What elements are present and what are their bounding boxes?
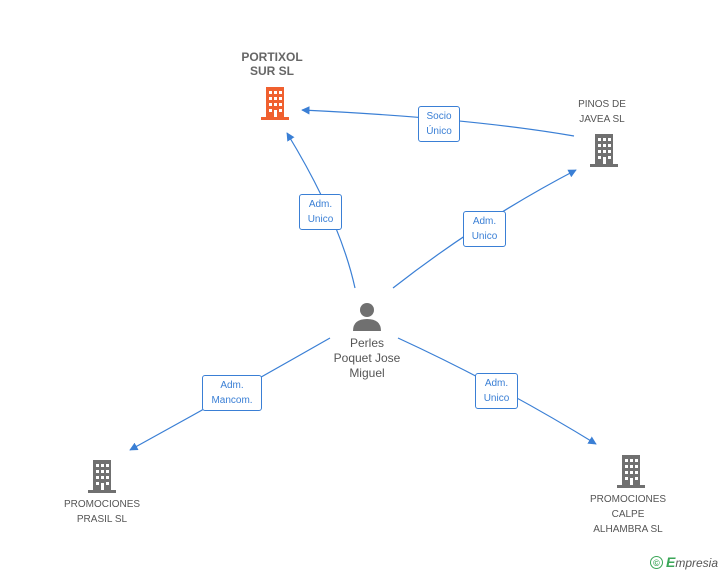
edge-label-line: Unico [307, 214, 334, 225]
edge-label-line: Socio [426, 111, 452, 122]
node-label-line: PRASIL SL [76, 514, 128, 525]
edge-label-line: Mancom. [211, 395, 253, 406]
node-label-line: PORTIXOL [241, 50, 303, 64]
edge-label-person-prasil[interactable]: Adm. Mancom. [202, 375, 262, 411]
edge-label-person-portixol[interactable]: Adm. Unico [299, 194, 342, 230]
node-label-person[interactable]: Perles Poquet Jose Miguel [322, 336, 412, 381]
node-label-line: PROMOCIONES [589, 494, 667, 505]
edge-label-person-calpe[interactable]: Adm. Unico [475, 373, 518, 409]
node-label-pinos[interactable]: PINOS DE JAVEA SL [562, 97, 642, 127]
node-label-line: CALPE [611, 509, 645, 520]
node-label-line: Poquet Jose [333, 351, 401, 365]
building-icon[interactable] [86, 459, 118, 493]
edge-label-line: Adm. [220, 380, 244, 391]
node-label-line: Miguel [349, 366, 385, 380]
edge-label-line: Unico [471, 231, 498, 242]
building-icon[interactable] [615, 454, 647, 488]
copyright-icon: © [650, 555, 663, 569]
building-icon[interactable] [588, 133, 620, 167]
brand-initial: E [666, 554, 676, 570]
brand-logo: © Empresia [650, 554, 718, 570]
node-label-line: PROMOCIONES [63, 499, 141, 510]
edge-label-line: Adm. [472, 216, 497, 227]
building-icon[interactable] [260, 86, 290, 120]
edge-label-line: Único [426, 126, 452, 137]
node-label-line: Perles [349, 336, 384, 350]
node-label-line: JAVEA SL [579, 114, 625, 125]
node-label-portixol[interactable]: PORTIXOL SUR SL [232, 50, 312, 78]
edge-label-person-pinos[interactable]: Adm. Unico [463, 211, 506, 247]
node-label-line: ALHAMBRA SL [593, 524, 663, 535]
edge-label-pinos-portixol[interactable]: Socio Único [418, 106, 460, 142]
node-label-calpe[interactable]: PROMOCIONES CALPE ALHAMBRA SL [578, 492, 678, 537]
edge-label-line: Unico [483, 393, 510, 404]
edge-label-line: Adm. [484, 378, 509, 389]
node-label-line: SUR SL [249, 64, 294, 78]
node-label-line: PINOS DE [578, 99, 626, 110]
node-label-prasil[interactable]: PROMOCIONES PRASIL SL [52, 497, 152, 527]
edge-label-line: Adm. [308, 199, 333, 210]
person-icon[interactable] [352, 301, 382, 331]
brand-name: mpresia [675, 556, 719, 570]
